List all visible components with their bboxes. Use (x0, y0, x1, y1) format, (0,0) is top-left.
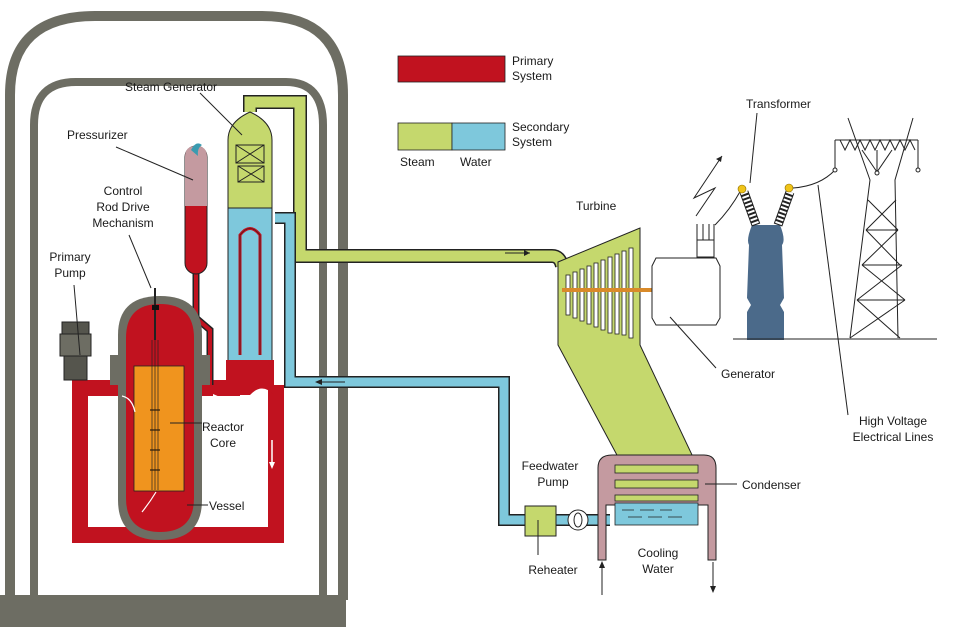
feedwater-pump (567, 509, 589, 531)
label-feedwater-pump: Feedwater (522, 459, 579, 473)
feedwater-line (275, 212, 610, 526)
label-cooling-water-2: Water (642, 562, 674, 576)
legend: Primary System Secondary System Steam Wa… (397, 54, 569, 169)
legend-primary-swatch (397, 55, 506, 83)
label-reactor-core-2: Core (210, 436, 236, 450)
generator (651, 155, 742, 326)
condenser (597, 454, 717, 595)
label-primary-pump-2: Pump (54, 266, 86, 280)
turbine (557, 227, 694, 458)
label-control-rod-3: Mechanism (92, 216, 153, 230)
legend-secondary-label: Secondary (512, 120, 569, 134)
leader-lines (73, 92, 849, 555)
label-cooling-water: Cooling (638, 546, 679, 560)
legend-steam-label: Steam (400, 155, 435, 169)
label-control-rod: Control (104, 184, 143, 198)
label-steam-generator: Steam Generator (125, 80, 217, 94)
label-reactor-core: Reactor (202, 420, 244, 434)
legend-steam-swatch (397, 122, 453, 151)
legend-primary-label-2: System (512, 69, 552, 83)
label-feedwater-pump-2: Pump (537, 475, 569, 489)
label-generator: Generator (721, 367, 775, 381)
primary-pump (59, 321, 92, 381)
legend-secondary-label-2: System (512, 135, 552, 149)
transmission-tower (832, 117, 921, 339)
containment-building (0, 11, 348, 627)
legend-water-label: Water (460, 155, 492, 169)
label-primary-pump: Primary (49, 250, 90, 264)
label-reheater: Reheater (528, 563, 577, 577)
legend-primary-label: Primary (512, 54, 553, 68)
reactor-core (133, 365, 185, 492)
label-transformer: Transformer (746, 97, 811, 111)
label-pressurizer: Pressurizer (67, 128, 128, 142)
label-vessel: Vessel (209, 499, 244, 513)
transformer (733, 169, 937, 340)
condenser-water (614, 502, 699, 526)
label-hv-lines: High Voltage (859, 414, 927, 428)
label-control-rod-2: Rod Drive (96, 200, 150, 214)
legend-water-swatch (451, 122, 506, 151)
labels: Steam Generator Pressurizer Control Rod … (49, 80, 933, 577)
steam-generator (226, 111, 274, 395)
label-hv-lines-2: Electrical Lines (853, 430, 934, 444)
label-turbine: Turbine (576, 199, 617, 213)
reactor-vessel (110, 288, 210, 540)
reheater (524, 505, 557, 537)
label-condenser: Condenser (742, 478, 801, 492)
